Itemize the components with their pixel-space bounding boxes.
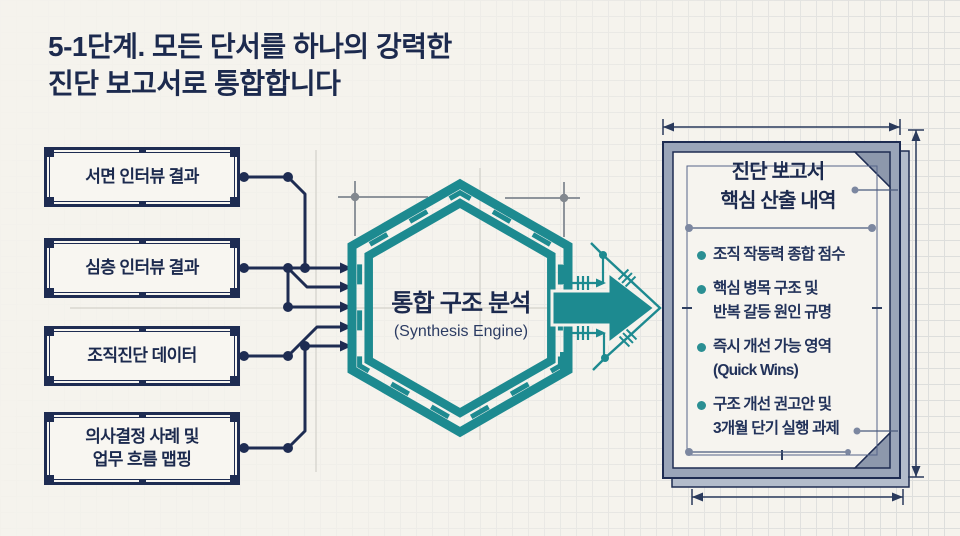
list-item-line2: 반복 갈등 원인 규명 (713, 304, 832, 321)
source-box-depth-interview: 심층 인터뷰 결과 (44, 238, 240, 298)
output-arrow-icon (550, 242, 662, 371)
report-header-line2: 핵심 산출 내역 (720, 190, 836, 212)
source-box-written-interview: 서면 인터뷰 결과 (44, 147, 240, 207)
page-title: 5-1단계. 모든 단서를 하나의 강력한 진단 보고서로 통합합니다 (48, 28, 452, 102)
list-item-line1: 구조 개선 권고안 및 (713, 396, 832, 413)
bullet-dot-icon (697, 285, 706, 294)
dimension-lines (662, 119, 924, 505)
list-item: 조직 작동력 종합 점수 (697, 243, 881, 267)
list-item-line1: 핵심 병목 구조 및 (713, 280, 819, 297)
list-item: 구조 개선 권고안 및 3개월 단기 실행 과제 (697, 393, 881, 441)
report-bullet-list: 조직 작동력 종합 점수 핵심 병목 구조 및 반복 갈등 원인 규명 즉시 개… (697, 243, 881, 451)
source-box-org-diagnosis-data: 조직진단 데이터 (44, 326, 240, 386)
engine-label: 통합 구조 분석 (Synthesis Engine) (375, 283, 547, 341)
source-box-decision-cases: 의사결정 사례 및 업무 흐름 맵핑 (44, 412, 240, 485)
list-item: 핵심 병목 구조 및 반복 갈등 원인 규명 (697, 277, 881, 325)
bullet-dot-icon (697, 251, 706, 260)
list-item-line1: 즉시 개선 가능 영역 (713, 338, 832, 355)
bullet-dot-icon (697, 343, 706, 352)
source-box-label-line1: 심층 인터뷰 결과 (85, 257, 199, 277)
source-box-label-line2: 업무 흐름 맵핑 (92, 449, 192, 469)
page-fold-icon (853, 431, 891, 469)
list-item: 즉시 개선 가능 영역 (Quick Wins) (697, 335, 881, 383)
input-arrowheads (340, 262, 352, 352)
list-item-line2: (Quick Wins) (713, 362, 799, 379)
list-item-line2: 3개월 단기 실행 과제 (713, 420, 840, 437)
report-header: 진단 보고서 핵심 산출 내역 (688, 158, 868, 216)
engine-subtitle: (Synthesis Engine) (393, 323, 529, 340)
engine-name: 통합 구조 분석 (391, 290, 531, 317)
page-fold-icon (853, 151, 891, 189)
source-box-label: 심층 인터뷰 결과 (49, 243, 235, 293)
crosshair-icon (505, 182, 580, 237)
report-header-line1: 진단 보고서 (731, 161, 826, 183)
connector-junction-dots (239, 172, 310, 453)
source-box-label-line1: 의사결정 사례 및 (85, 427, 199, 447)
page-title-line1: 5-1단계. 모든 단서를 하나의 강력한 (48, 31, 452, 62)
source-box-label: 서면 인터뷰 결과 (49, 152, 235, 202)
source-box-label: 조직진단 데이터 (49, 331, 235, 381)
report-document (662, 141, 910, 488)
source-box-label-line1: 서면 인터뷰 결과 (85, 166, 199, 186)
synthesis-hexagon (347, 178, 573, 438)
connector-network (244, 175, 340, 450)
source-box-label: 의사결정 사례 및 업무 흐름 맵핑 (49, 417, 235, 480)
crosshair-icon (338, 181, 428, 236)
bullet-dot-icon (697, 401, 706, 410)
list-item-line1: 조직 작동력 종합 점수 (713, 246, 845, 263)
page-title-line2: 진단 보고서로 통합합니다 (48, 68, 341, 99)
source-box-label-line1: 조직진단 데이터 (87, 345, 197, 365)
